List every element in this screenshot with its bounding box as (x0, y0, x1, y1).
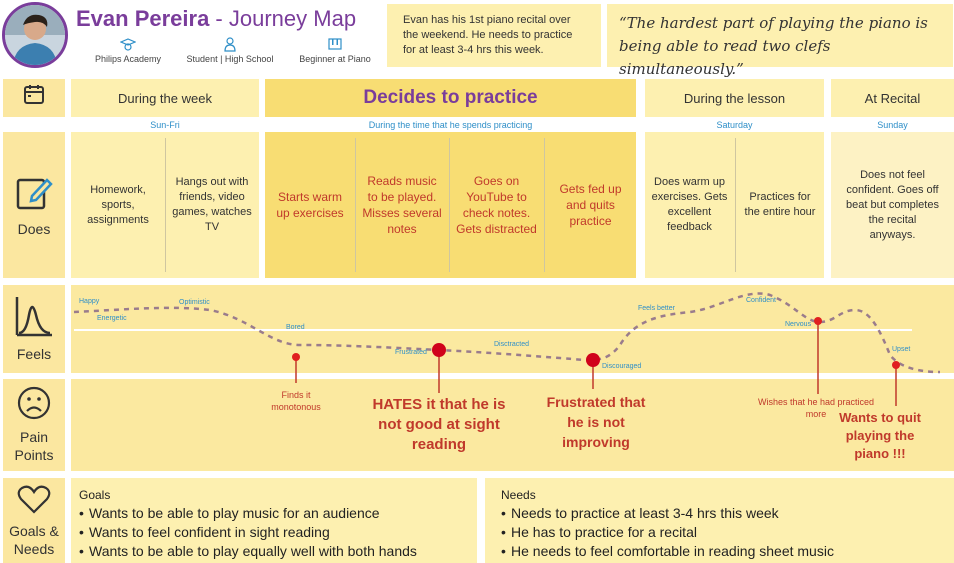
row-label-feels: Feels (16, 346, 52, 362)
goal-item: Wants to feel confident in sight reading (79, 523, 469, 542)
pain-point: HATES it that he is not good at sight re… (372, 396, 506, 453)
pain-band (71, 379, 954, 471)
heart-icon (17, 484, 51, 522)
meta-role-text: Student | High School (186, 54, 274, 64)
pain-dot (432, 343, 446, 357)
needs-heading: Needs (501, 488, 536, 502)
persona-quote: “The hardest part of playing the piano i… (607, 4, 953, 78)
divider (449, 138, 450, 272)
meta-level-text: Beginner at Piano (299, 54, 371, 64)
does-recital-panel (831, 132, 954, 278)
goal-item: Wants to be able to play music for an au… (79, 504, 469, 523)
row-header-feels: Feels (3, 285, 65, 373)
persona-name: Evan Pereira (76, 6, 210, 31)
emotion-label: Confident (746, 297, 776, 304)
row-label-does: Does (17, 221, 51, 237)
does-item: Hangs out with friends, video games, wat… (172, 176, 252, 233)
page-title: Evan Pereira - Journey Map (76, 6, 356, 32)
pain-point: Wishes that he had practiced more (757, 397, 875, 419)
sad-face-icon (17, 386, 51, 428)
pain-dot (814, 317, 822, 325)
need-item: Needs to practice at least 3-4 hrs this … (501, 504, 946, 523)
pain-point: Frustrated that he is not improving (546, 394, 646, 450)
row-header-pain: Pain Points (3, 379, 65, 471)
divider (165, 138, 166, 272)
row-label-goals: Goals & Needs (9, 522, 59, 557)
goals-heading: Goals (79, 488, 111, 502)
emotion-label: Discouraged (602, 363, 642, 370)
need-item: He has to practice for a recital (501, 523, 946, 542)
does-lesson-panel (645, 132, 824, 278)
meta-level: Beginner at Piano (285, 36, 385, 64)
row-header-does: Does (3, 132, 65, 278)
does-item: Reads music to be played. Misses several… (362, 174, 442, 236)
map-title: Journey Map (228, 6, 357, 31)
pain-dot (586, 353, 600, 367)
emotion-label: Bored (286, 324, 305, 331)
time-practice: During the time that he spends practicin… (368, 120, 533, 130)
divider (735, 138, 736, 272)
emotion-label: Disctracted (494, 341, 530, 348)
piano-icon (285, 36, 385, 54)
row-header-goals: Goals & Needs (3, 478, 65, 563)
emotion-label: Happy (79, 298, 100, 305)
pain-dot (892, 361, 900, 369)
stage-week: During the week (71, 79, 259, 117)
time-lesson: Saturday (716, 120, 753, 130)
person-icon (180, 36, 280, 54)
emotion-label: Upset (892, 346, 911, 353)
time-week: Sun-Fri (150, 120, 180, 130)
row-label-pain: Pain Points (14, 429, 54, 463)
does-item: Starts warm up exercises (276, 190, 344, 220)
emotion-label: Optimistic (179, 299, 210, 306)
stage-recital: At Recital (831, 79, 954, 117)
needs-list: Needs to practice at least 3-4 hrs this … (501, 504, 946, 561)
emotion-label: Frustrated (395, 349, 427, 356)
pain-point: Wants to quit playing the piano !!! (839, 410, 921, 461)
meta-role: Student | High School (180, 36, 280, 64)
pain-dot (292, 353, 300, 361)
title-separator: - (209, 6, 229, 31)
need-item: He needs to feel comfortable in reading … (501, 542, 946, 561)
does-item: Does not feel confident. Goes off beat b… (846, 168, 939, 241)
meta-school-text: Philips Academy (94, 54, 162, 64)
does-item: Goes on YouTube to check notes. Gets dis… (456, 174, 537, 236)
goals-panel: Goals Wants to be able to play music for… (71, 478, 477, 563)
edit-icon (14, 172, 54, 220)
time-recital: Sunday (877, 120, 908, 130)
does-practice-panel (265, 132, 636, 278)
does-item: Homework, sports, assignments (87, 183, 149, 226)
emotion-label: Nervous (785, 321, 812, 328)
does-item: Practices for the entire hour (744, 191, 816, 218)
calendar-icon (22, 82, 46, 114)
divider (355, 138, 356, 272)
pain-point: Finds it monotonous (271, 390, 321, 412)
divider (544, 138, 545, 272)
needs-panel: Needs Needs to practice at least 3-4 hrs… (485, 478, 954, 563)
graduation-icon (78, 36, 178, 54)
stage-practice: Decides to practice (265, 79, 636, 117)
meta-school: Philips Academy (78, 36, 178, 64)
goals-list: Wants to be able to play music for an au… (79, 504, 469, 561)
avatar (2, 2, 68, 68)
emotion-label: Energetic (97, 315, 127, 322)
does-item: Gets fed up and quits practice (559, 182, 622, 228)
does-item: Does warm up exercises. Gets excellent f… (651, 176, 728, 233)
bell-curve-icon (14, 295, 54, 345)
stage-lesson: During the lesson (645, 79, 824, 117)
calendar-row-header (3, 79, 65, 117)
goal-item: Wants to be able to play equally well wi… (79, 542, 469, 561)
scenario-summary: Evan has his 1st piano recital over the … (387, 4, 601, 67)
emotion-label: Feels better (638, 305, 675, 312)
